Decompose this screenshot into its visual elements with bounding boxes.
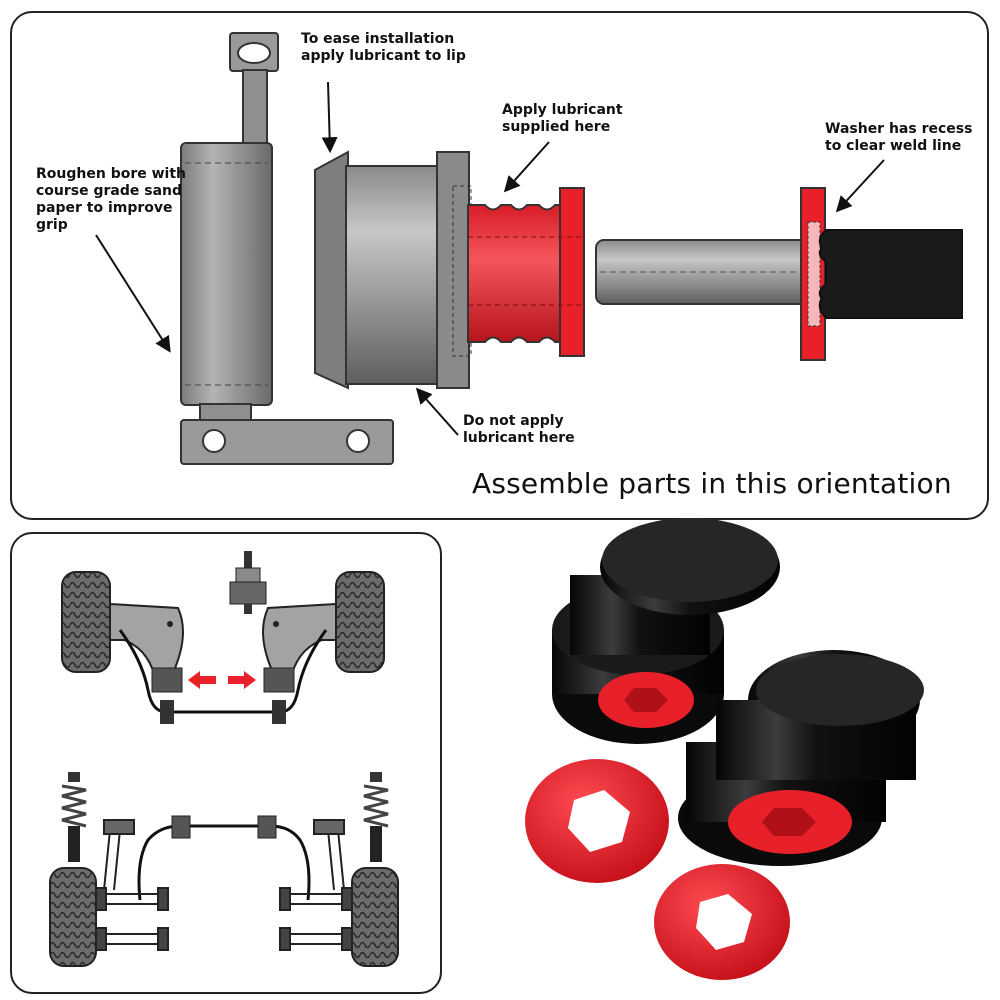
rear-right-links [279, 819, 353, 951]
rear-right-wheel [351, 867, 399, 967]
washer [800, 187, 826, 361]
rear-left-links [95, 819, 169, 951]
orientation-caption: Assemble parts in this orientation [472, 467, 952, 500]
lubricant-here-note: Apply lubricant supplied here [502, 102, 623, 135]
lip-arrow [321, 81, 338, 154]
bush-black-1 [552, 518, 780, 744]
rear-left-bar-bush [171, 815, 191, 839]
arm-end [818, 229, 963, 319]
bore-roughen-note: Roughen bore with course grade sand pape… [36, 166, 186, 233]
rear-left-wheel [49, 867, 97, 967]
red-insert [467, 187, 585, 357]
rear-anti-roll-bar [137, 824, 311, 901]
right-bush-clamp [263, 667, 295, 693]
left-drop-link [160, 700, 174, 724]
washer-recess-note: Washer has recess to clear weld line [825, 121, 973, 154]
bore-arrow [95, 234, 171, 353]
shock-absorber [180, 32, 394, 465]
lube-arrow [503, 141, 550, 193]
no-lube-arrow [415, 387, 459, 436]
outer-bush [314, 150, 472, 390]
rear-right-bar-bush [257, 815, 277, 839]
left-coilover [61, 772, 87, 862]
right-coilover [363, 772, 389, 862]
lip-lubricant-note: To ease installation apply lubricant to … [301, 31, 466, 64]
engine-mount [229, 551, 267, 614]
bush-black-2 [678, 650, 924, 866]
left-bush-clamp [151, 667, 183, 693]
movement-arrows [188, 671, 256, 689]
right-drop-link [272, 700, 286, 724]
washer-red-1 [525, 759, 669, 883]
washer-red-2 [654, 864, 790, 980]
washer-arrow [835, 159, 885, 213]
front-anti-roll-bar [118, 629, 328, 714]
no-lubricant-note: Do not apply lubricant here [463, 413, 575, 446]
